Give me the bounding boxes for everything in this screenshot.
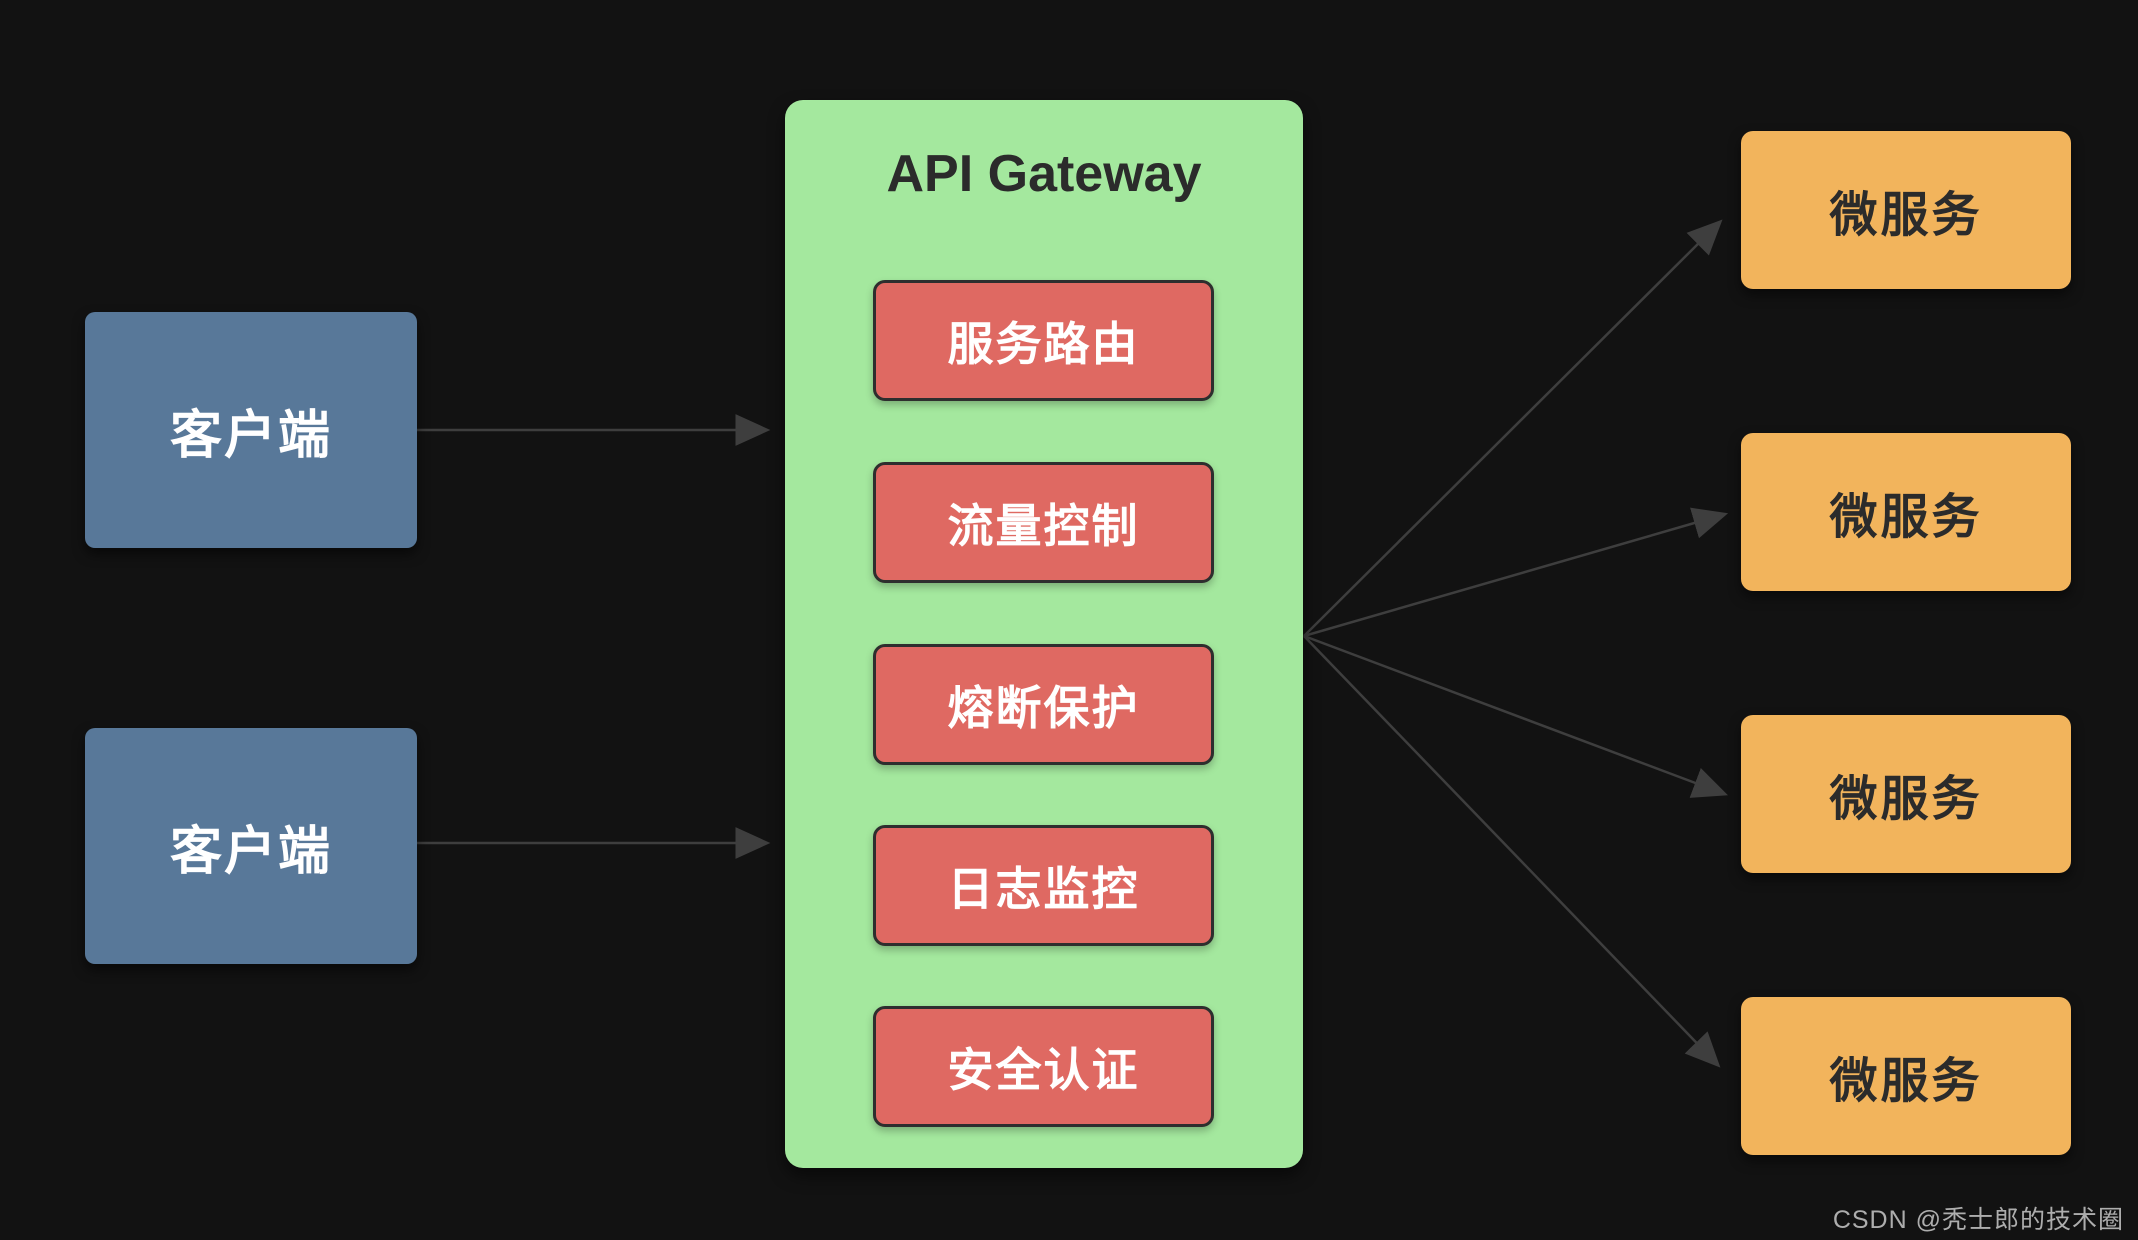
microservice-label: 微服务 [1829, 189, 1983, 242]
feature-security-auth: 安全认证 [873, 1006, 1214, 1127]
microservice-label: 微服务 [1829, 491, 1983, 544]
feature-circuit-breaker: 熔断保护 [873, 644, 1214, 765]
feature-log-monitoring: 日志监控 [873, 825, 1214, 946]
client-node-1: 客户端 [85, 312, 417, 548]
watermark: CSDN @秃士郎的技术圈 [1832, 1206, 2124, 1234]
microservice-node-1: 微服务 [1741, 131, 2071, 289]
microservice-label: 微服务 [1829, 1055, 1983, 1108]
arrow-gateway-ms4 [1303, 635, 1721, 1068]
feature-label: 熔断保护 [947, 681, 1140, 734]
arrow-gateway-ms2 [1303, 507, 1729, 638]
feature-label: 日志监控 [947, 862, 1140, 915]
microservice-node-2: 微服务 [1741, 433, 2071, 591]
gateway-title: API Gateway [886, 145, 1202, 203]
feature-label: 安全认证 [947, 1043, 1140, 1096]
feature-traffic-control: 流量控制 [873, 462, 1214, 583]
microservice-node-4: 微服务 [1741, 997, 2071, 1155]
microservice-node-3: 微服务 [1741, 715, 2071, 873]
arrow-gateway-ms3 [1303, 634, 1728, 798]
gateway-panel: API Gateway 服务路由 流量控制 熔断保护 日志监控 安全认证 [785, 100, 1303, 1168]
client-node-2: 客户端 [85, 728, 417, 964]
arrow-gateway-ms1 [1303, 219, 1723, 637]
client-label: 客户端 [169, 822, 332, 881]
client-label: 客户端 [169, 406, 332, 465]
microservice-label: 微服务 [1829, 773, 1983, 826]
feature-service-routing: 服务路由 [873, 280, 1214, 401]
feature-label: 服务路由 [947, 317, 1140, 370]
feature-label: 流量控制 [947, 499, 1140, 552]
